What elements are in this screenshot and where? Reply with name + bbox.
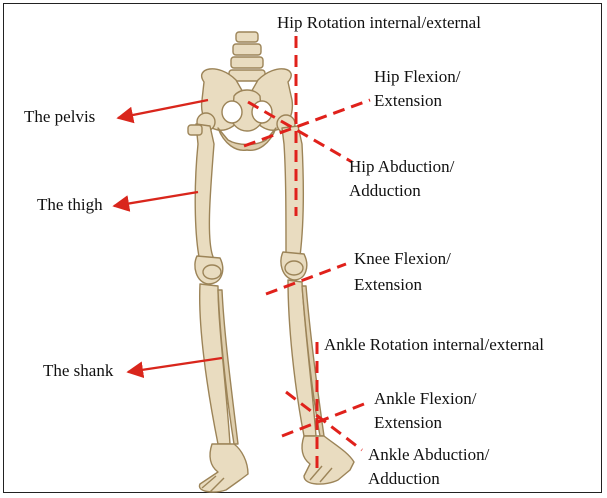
tibia-fibula-bone-icon bbox=[200, 265, 238, 444]
ankle-flexion-label-line1: Ankle Flexion/ bbox=[374, 388, 476, 410]
hip-flexion-label-line2: Extension bbox=[374, 90, 442, 112]
knee-flexion-label-line1: Knee Flexion/ bbox=[354, 248, 451, 270]
hip-abduction-label-line2: Adduction bbox=[349, 180, 421, 202]
thigh-segment-label: The thigh bbox=[37, 194, 103, 216]
ankle-abduction-label-line2: Adduction bbox=[368, 468, 440, 490]
hip-flexion-label-line1: Hip Flexion/ bbox=[374, 66, 460, 88]
pelvis-arrow bbox=[118, 100, 208, 118]
figure-frame: Hip Rotation internal/external Hip Flexi… bbox=[3, 3, 602, 493]
thigh-arrow bbox=[114, 192, 198, 206]
ankle-flexion-label-line2: Extension bbox=[374, 412, 442, 434]
skeleton-illustration bbox=[188, 32, 354, 492]
shank-segment-label: The shank bbox=[43, 360, 113, 382]
knee-flexion-label-line2: Extension bbox=[354, 274, 422, 296]
pelvis-segment-label: The pelvis bbox=[24, 106, 95, 128]
foot-bone-icon bbox=[302, 436, 354, 484]
ankle-rotation-label: Ankle Rotation internal/external bbox=[324, 334, 544, 356]
hip-rotation-label: Hip Rotation internal/external bbox=[277, 12, 481, 34]
ankle-abduction-label-line1: Ankle Abduction/ bbox=[368, 444, 489, 466]
lumbar-spine-icon bbox=[229, 32, 265, 81]
lower-limb-skeleton-diagram bbox=[4, 4, 603, 494]
femur-bone-icon bbox=[277, 115, 307, 280]
foot-bone-icon bbox=[199, 444, 248, 492]
femur-bone-icon bbox=[188, 113, 223, 284]
hip-abduction-label-line1: Hip Abduction/ bbox=[349, 156, 454, 178]
